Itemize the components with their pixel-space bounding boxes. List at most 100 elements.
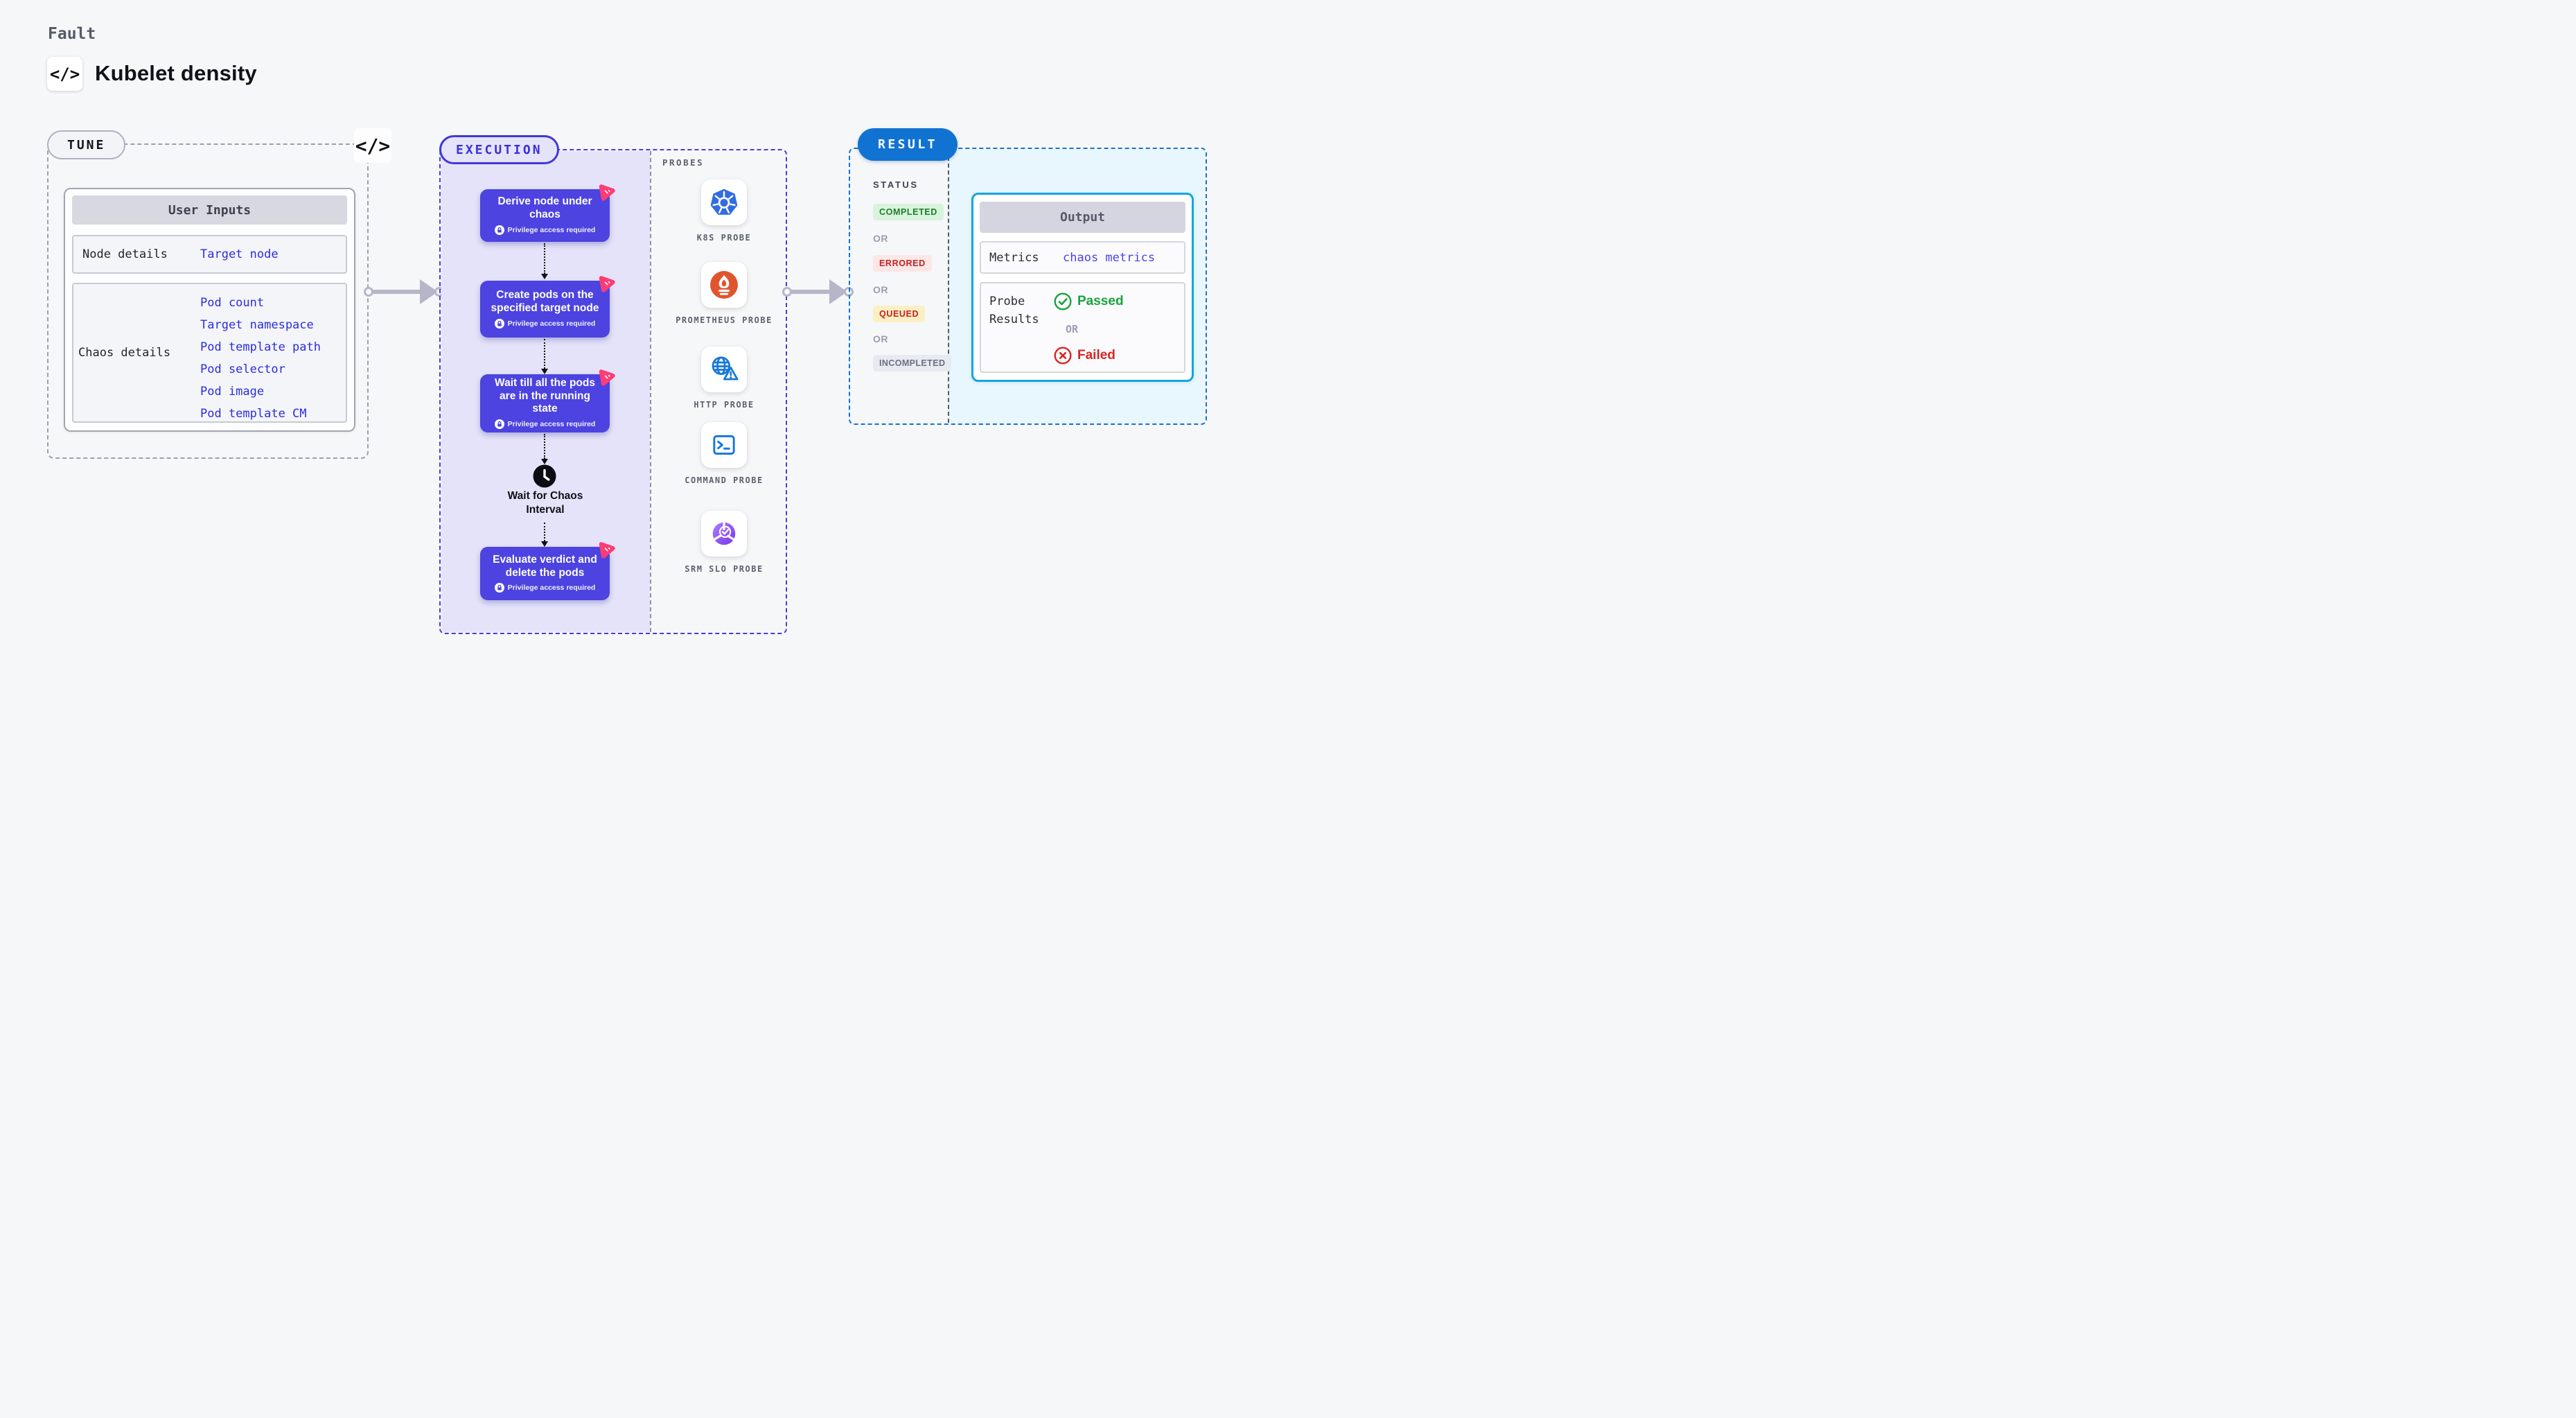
probe-card	[701, 262, 747, 308]
result-badge: RESULT	[858, 128, 958, 161]
probe-label: COMMAND PROBE	[685, 475, 764, 485]
target-namespace-link[interactable]: Target namespace	[200, 318, 314, 332]
step-create-pods: Create pods on the specified target node…	[480, 276, 615, 338]
flow-connector-arrowhead	[541, 274, 548, 279]
chaos-details-links: Pod count Target namespace Pod template …	[200, 294, 321, 423]
probe-srm-slo: SRM SLO PROBE	[676, 511, 773, 575]
tune-badge: TUNE	[47, 130, 126, 159]
probe-http: HTTP PROBE	[676, 347, 773, 411]
kubelet-density-diagram: Fault </> Kubelet density TUNE </> User …	[0, 0, 1288, 709]
tune-section: TUNE </> User Inputs Node details Target…	[47, 128, 391, 459]
step-title: Create pods on the specified target node	[491, 289, 599, 314]
or-separator: OR	[873, 333, 888, 344]
probes-title: PROBES	[662, 157, 705, 168]
execution-section: EXECUTION Derive node under chaos Privil…	[439, 135, 787, 634]
flow-connector-arrowhead	[541, 459, 548, 464]
passed-label: Passed	[1077, 294, 1124, 308]
node-details-row: Node details Target node	[72, 235, 347, 274]
step-title: Derive node under chaos	[497, 195, 592, 220]
result-section: RESULT STATUS COMPLETED OR ERRORED OR QU…	[849, 128, 1207, 425]
step-evaluate-verdict: Evaluate verdict and delete the pods Pri…	[480, 542, 615, 600]
litmus-pink-badge-icon	[599, 276, 615, 292]
step-title: Evaluate verdict and delete the pods	[493, 553, 597, 579]
tune-to-execution-arrow	[364, 279, 444, 304]
litmus-pink-badge-icon	[599, 369, 615, 386]
code-icon-glyph: </>	[49, 64, 80, 84]
probe-results-label: Probe Results	[989, 295, 1039, 326]
flow-connector	[544, 243, 545, 274]
x-circle-icon	[1054, 347, 1072, 365]
target-node-link[interactable]: Target node	[200, 247, 279, 261]
kubernetes-icon	[710, 189, 738, 215]
lock-icon	[494, 419, 504, 430]
litmus-pink-badge-icon	[599, 184, 615, 201]
pod-template-cm-link[interactable]: Pod template CM	[200, 407, 307, 421]
privilege-note-text: Privilege access required	[507, 225, 596, 234]
probe-results-row: Probe Results Passed OR Failed	[980, 282, 1185, 373]
execution-probes-divider	[650, 151, 651, 632]
chaos-details-label: Chaos details	[78, 346, 171, 360]
pod-template-path-link[interactable]: Pod template path	[200, 340, 321, 354]
check-circle-icon	[1054, 292, 1072, 310]
clock-icon	[533, 464, 556, 488]
status-badge-incompleted: INCOMPLETED	[873, 355, 952, 371]
passed-result: Passed	[1054, 292, 1124, 310]
probe-card	[701, 422, 747, 468]
metrics-row: Metrics chaos metrics	[980, 241, 1185, 274]
chaos-details-row: Chaos details Pod count Target namespace…	[72, 283, 347, 423]
code-icon: </>	[354, 128, 391, 163]
probe-label: SRM SLO PROBE	[685, 564, 764, 574]
flow-connector	[544, 339, 545, 369]
probe-label: K8S PROBE	[696, 233, 752, 243]
output-card: Output Metrics chaos metrics Probe Resul…	[971, 193, 1194, 382]
probe-k8s: K8S PROBE	[676, 180, 773, 244]
pod-count-link[interactable]: Pod count	[200, 296, 265, 310]
wait-for-chaos-interval-label: Wait for Chaos Interval	[507, 490, 583, 516]
output-header: Output	[980, 202, 1185, 233]
probe-label: HTTP PROBE	[694, 400, 755, 410]
user-inputs-card: User Inputs Node details Target node Cha…	[64, 188, 355, 432]
or-separator: OR	[1066, 323, 1079, 335]
pod-image-link[interactable]: Pod image	[200, 385, 265, 399]
step-derive-node: Derive node under chaos Privilege access…	[480, 184, 615, 242]
prometheus-icon	[710, 271, 738, 299]
step-wait-pods-running: Wait till all the pods are in the runnin…	[480, 369, 615, 432]
flow-connector	[544, 523, 545, 541]
node-details-label: Node details	[82, 247, 168, 261]
flow-connector	[544, 434, 545, 459]
probe-prometheus: PROMETHEUS PROBE	[676, 262, 773, 326]
privilege-note: Privilege access required	[487, 318, 603, 329]
status-badge-completed: COMPLETED	[873, 204, 944, 220]
privilege-note-text: Privilege access required	[507, 420, 596, 429]
globe-warning-icon	[712, 356, 739, 380]
code-icon: </>	[47, 57, 82, 91]
execution-badge: EXECUTION	[439, 135, 559, 164]
user-inputs-header: User Inputs	[72, 195, 347, 225]
failed-result: Failed	[1054, 347, 1115, 365]
metrics-label: Metrics	[989, 250, 1039, 265]
slo-donut-check-icon	[712, 522, 736, 545]
status-title: STATUS	[873, 180, 919, 190]
lock-icon	[494, 583, 504, 593]
privilege-note: Privilege access required	[487, 583, 603, 593]
pod-selector-link[interactable]: Pod selector	[200, 362, 285, 376]
privilege-note-text: Privilege access required	[507, 319, 596, 328]
category-label: Fault	[48, 25, 96, 43]
probe-label: PROMETHEUS PROBE	[676, 315, 773, 325]
lock-icon	[494, 318, 504, 329]
probe-card	[701, 180, 747, 225]
step-title: Wait till all the pods are in the runnin…	[495, 376, 595, 415]
chaos-metrics-link[interactable]: chaos metrics	[1063, 250, 1156, 265]
lock-icon	[494, 225, 504, 235]
arrow-start-dot	[782, 287, 792, 297]
status-badge-queued: QUEUED	[873, 306, 926, 322]
probe-command: COMMAND PROBE	[676, 422, 773, 487]
status-badge-errored: ERRORED	[873, 255, 932, 272]
page-title: Kubelet density	[95, 61, 257, 85]
probe-card	[701, 511, 747, 557]
privilege-note: Privilege access required	[487, 225, 603, 235]
flow-connector-arrowhead	[541, 541, 548, 547]
litmus-pink-badge-icon	[599, 542, 615, 559]
terminal-icon	[713, 435, 735, 455]
arrow-start-dot	[364, 287, 373, 297]
